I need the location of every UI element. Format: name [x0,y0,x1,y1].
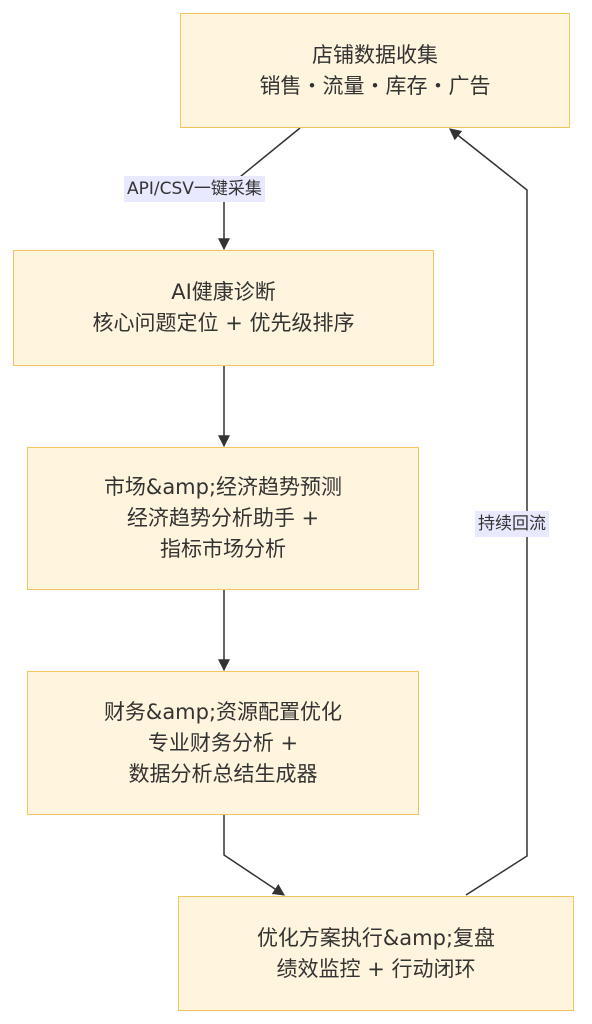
node-market-forecast-line2: 经济趋势分析助手 + [126,506,320,530]
node-finance-optimization-line3: 数据分析总结生成器 [128,761,318,786]
node-market-forecast: 市场&amp;经济趋势预测 经济趋势分析助手 + 指标市场分析 [27,447,419,590]
node-data-collection: 店铺数据收集 销售・流量・库存・广告 [180,13,570,128]
edge-label-feedback: 持续回流 [475,511,549,537]
node-data-collection-title: 店铺数据收集 [312,42,438,67]
node-ai-diagnosis: AI健康诊断 核心问题定位 + 优先级排序 [13,250,434,366]
node-ai-diagnosis-subtitle: 核心问题定位 + 优先级排序 [92,311,355,335]
edge-label-collect: API/CSV一键采集 [124,176,265,202]
node-plan-execution-title: 优化方案执行&amp;复盘 [256,925,496,950]
edge-finance-to-execute [223,815,285,896]
node-plan-execution: 优化方案执行&amp;复盘 绩效监控 + 行动闭环 [178,896,574,1011]
node-plan-execution-subtitle: 绩效监控 + 行动闭环 [276,956,476,981]
node-ai-diagnosis-title: AI健康诊断 [171,280,276,304]
node-finance-optimization: 财务&amp;资源配置优化 专业财务分析 + 数据分析总结生成器 [27,671,419,815]
node-market-forecast-title: 市场&amp;经济趋势预测 [103,475,343,499]
node-finance-optimization-line2: 专业财务分析 + [147,730,299,755]
node-finance-optimization-title: 财务&amp;资源配置优化 [103,699,343,724]
node-data-collection-subtitle: 销售・流量・库存・广告 [259,73,491,98]
node-market-forecast-line3: 指标市场分析 [160,537,286,561]
